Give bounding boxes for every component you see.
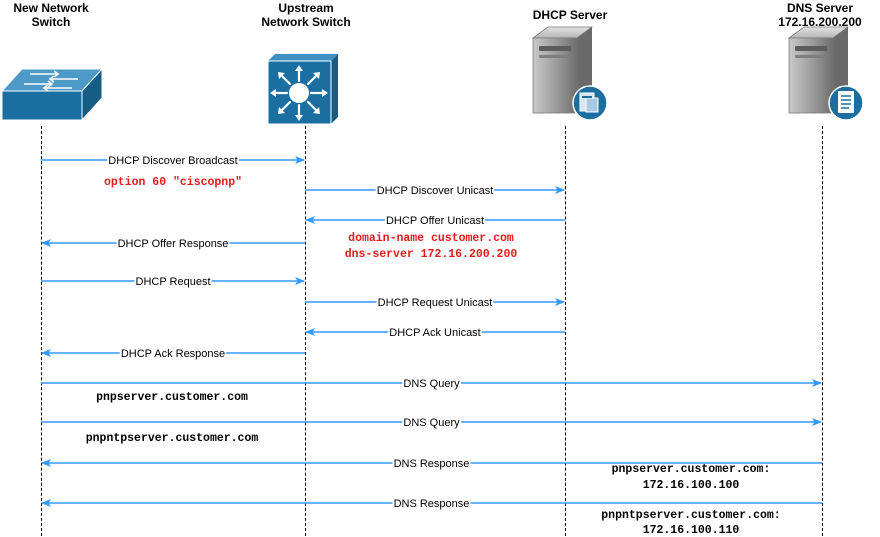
- message-label: DHCP Ack Response: [121, 348, 225, 360]
- message-label-bg: [392, 498, 471, 510]
- message-label-bg: [402, 378, 462, 390]
- message-label: DHCP Offer Unicast: [386, 215, 484, 227]
- participant-dhcp-server: DHCP Server: [533, 8, 607, 22]
- message-label-bg: [384, 215, 486, 227]
- participant-new-switch: New Network Switch: [13, 1, 88, 29]
- message-label-bg: [134, 276, 212, 288]
- message-label-bg: [107, 155, 239, 167]
- lifeline-dns-server: [822, 126, 823, 536]
- participant-label-line1: New Network: [13, 1, 89, 15]
- note-pnpserver-ip: 172.16.100.100: [643, 479, 740, 492]
- participant-label-line1: DHCP Server: [532, 8, 608, 22]
- message-label-bg: [116, 238, 230, 250]
- dhcp-server-icon: [531, 26, 608, 121]
- message-label: DNS Query: [403, 378, 460, 390]
- message-label: DNS Response: [394, 498, 470, 510]
- participant-label-line1: Upstream: [278, 1, 334, 15]
- dns-server-icon: [787, 26, 864, 121]
- message-label-bg: [402, 417, 462, 429]
- note-pnpserver-response: pnpserver.customer.com:: [612, 463, 771, 476]
- message-label-bg: [392, 458, 471, 470]
- note-pnpntpserver-ip: 172.16.100.110: [643, 524, 740, 537]
- note-pnpserver-query: pnpserver.customer.com: [96, 391, 248, 404]
- message-label-bg: [375, 185, 495, 197]
- note-dns-server: dns-server 172.16.200.200: [345, 248, 518, 261]
- message-label: DHCP Discover Broadcast: [108, 155, 237, 167]
- lifeline-dhcp-server: [565, 126, 566, 536]
- message-label-bg: [119, 348, 227, 360]
- lifeline-new-switch: [41, 126, 42, 536]
- message-label: DNS Query: [403, 417, 460, 429]
- message-label-bg: [388, 327, 482, 339]
- message-label: DHCP Offer Response: [118, 238, 229, 250]
- router-switch-icon: [267, 54, 338, 125]
- message-label: DHCP Ack Unicast: [389, 327, 481, 339]
- switch-icon: [0, 67, 104, 122]
- participant-label-line2: 172.16.200.200: [778, 15, 862, 29]
- message-label: DHCP Discover Unicast: [377, 185, 494, 197]
- participant-label-line2: Switch: [31, 15, 71, 29]
- note-pnpntpserver-response: pnpntpserver.customer.com:: [601, 509, 780, 522]
- message-label: DNS Response: [394, 458, 470, 470]
- participant-upstream-switch: Upstream Network Switch: [261, 1, 350, 29]
- participant-dns-server: DNS Server 172.16.200.200: [778, 1, 861, 29]
- note-option60: option 60 "ciscopnp": [104, 176, 242, 189]
- message-label: DHCP Request Unicast: [378, 297, 493, 309]
- participant-label-line1: DNS Server: [786, 1, 854, 15]
- note-pnpntpserver-query: pnpntpserver.customer.com: [86, 432, 259, 445]
- participant-label-line2: Network Switch: [261, 15, 351, 29]
- message-label: DHCP Request: [136, 276, 211, 288]
- note-domain-name: domain-name customer.com: [348, 232, 514, 245]
- message-label-bg: [376, 297, 494, 309]
